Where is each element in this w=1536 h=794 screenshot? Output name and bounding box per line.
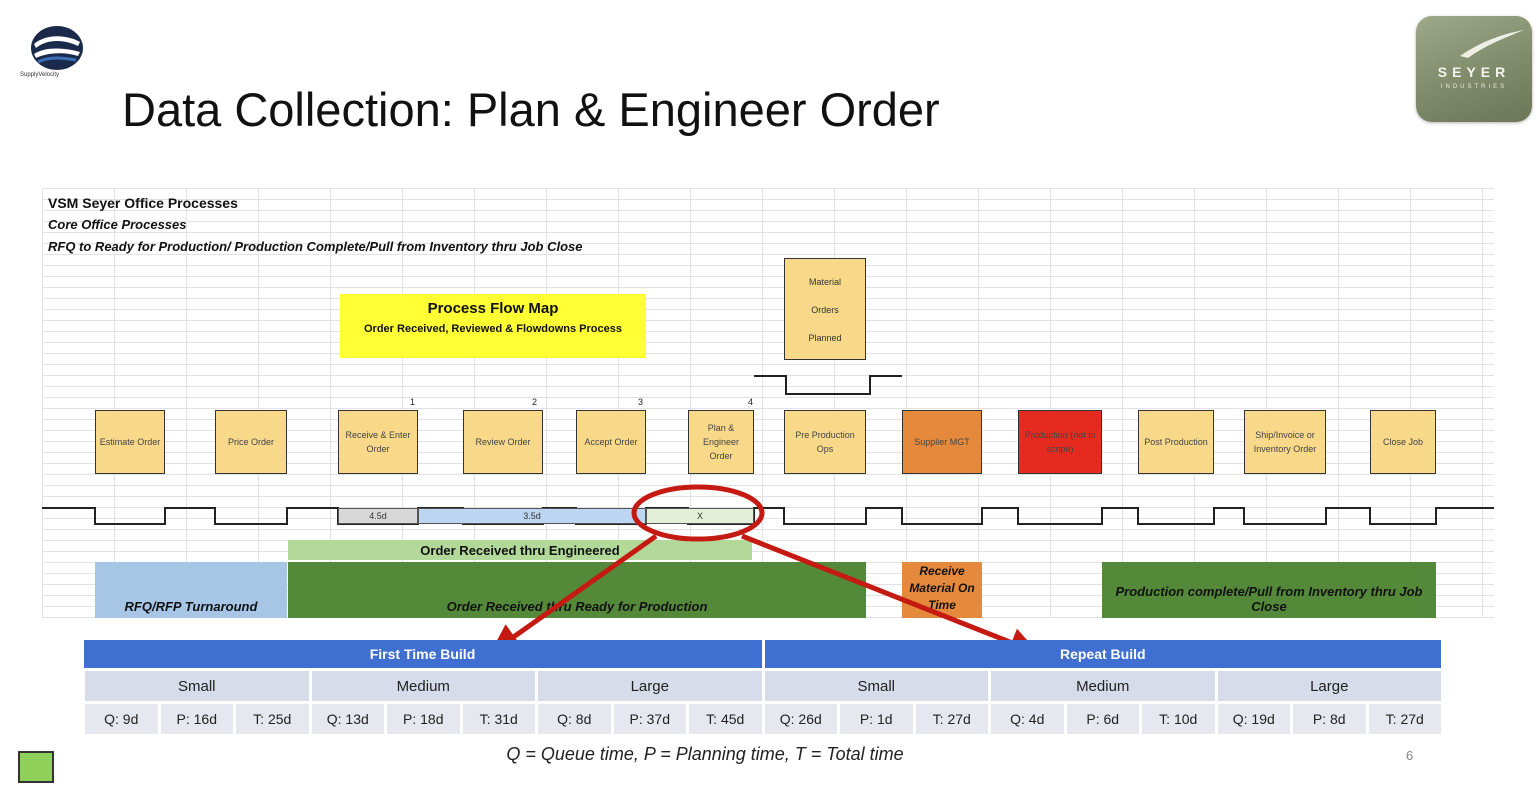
value-cell: T: 27d xyxy=(912,701,991,737)
process-box-supplier: Supplier MGT xyxy=(902,410,982,474)
sheet-title: VSM Seyer Office Processes xyxy=(48,195,238,211)
process-box-estimate: Estimate Order xyxy=(95,410,165,474)
sheet-scope: RFQ to Ready for Production/ Production … xyxy=(48,239,583,254)
process-box-production: Production (not in scope) xyxy=(1018,410,1102,474)
value-cell: Q: 26d xyxy=(761,701,840,737)
bar-production-complete: Production complete/Pull from Inventory … xyxy=(1102,562,1436,618)
step-number: 2 xyxy=(532,397,538,407)
timeline-segment-review: 3.5d xyxy=(418,508,646,524)
size-cell: Large xyxy=(535,668,765,704)
timeline-line xyxy=(42,507,1494,525)
bar-rfq-turnaround: RFQ/RFP Turnaround xyxy=(95,562,287,618)
bar-order-received-engineered: Order Received thru Engineered xyxy=(288,540,752,560)
value-cell: Q: 13d xyxy=(308,701,387,737)
logo-right-sub: INDUSTRIES xyxy=(1440,84,1508,90)
value-cell: P: 8d xyxy=(1290,701,1369,737)
material-orders-line: Planned xyxy=(808,333,842,343)
bar-order-ready: Order Received thru Ready for Production xyxy=(288,562,866,618)
value-cell: Q: 4d xyxy=(988,701,1067,737)
table-values-row: Q: 9d P: 16d T: 25d Q: 13d P: 18d T: 31d… xyxy=(82,701,1444,737)
process-flow-subtitle: Order Received, Reviewed & Flowdowns Pro… xyxy=(364,323,622,335)
step-number: 3 xyxy=(638,397,644,407)
page-number: 6 xyxy=(1406,748,1414,763)
process-flow-map-box: Process Flow Map Order Received, Reviewe… xyxy=(340,294,646,358)
step-number: 1 xyxy=(410,397,416,407)
material-orders-line: Orders xyxy=(811,305,839,315)
first-time-build-header: First Time Build xyxy=(83,640,765,670)
sheet-subtitle: Core Office Processes xyxy=(48,217,187,232)
page-title: Data Collection: Plan & Engineer Order xyxy=(122,83,940,136)
legend-color-square xyxy=(18,751,54,783)
arrow-to-first-time-build xyxy=(489,533,658,654)
size-cell: Small xyxy=(761,668,991,704)
process-box-post-production: Post Production xyxy=(1138,410,1214,474)
process-box-pre-production: Pre Production Ops xyxy=(784,410,866,474)
supply-velocity-logo-icon xyxy=(31,26,83,70)
material-orders-line: Material xyxy=(808,277,841,287)
process-box-accept: Accept Order xyxy=(576,410,646,474)
value-cell: T: 31d xyxy=(459,701,538,737)
table-size-row: Small Medium Large Small Medium Large xyxy=(82,668,1444,704)
table-header-row: First Time Build Repeat Build xyxy=(83,640,1444,670)
left-logo-text: SupplyVelocity xyxy=(20,72,60,78)
bar-receive-material: Receive Material On Time xyxy=(902,562,982,618)
value-cell: Q: 8d xyxy=(535,701,614,737)
process-box-receive: Receive & Enter Order xyxy=(338,410,418,474)
value-cell: T: 27d xyxy=(1365,701,1444,737)
seyer-industries-logo: SEYER INDUSTRIES xyxy=(1416,16,1532,122)
repeat-build-header: Repeat Build xyxy=(763,640,1444,670)
value-cell: T: 25d xyxy=(233,701,312,737)
process-box-ship: Ship/Invoice or Inventory Order xyxy=(1244,410,1326,474)
material-connector xyxy=(754,375,902,395)
process-box-price: Price Order xyxy=(215,410,287,474)
material-orders-box: Material Orders Planned xyxy=(784,258,866,360)
value-cell: P: 16d xyxy=(157,701,236,737)
logo-right-name: SEYER xyxy=(1437,64,1511,80)
value-cell: T: 10d xyxy=(1139,701,1218,737)
process-flow-title: Process Flow Map xyxy=(427,300,559,317)
size-cell: Medium xyxy=(308,668,538,704)
step-number: 4 xyxy=(748,397,754,407)
size-cell: Medium xyxy=(988,668,1218,704)
swoosh-icon xyxy=(1460,30,1524,58)
value-cell: P: 6d xyxy=(1063,701,1142,737)
value-cell: P: 37d xyxy=(610,701,689,737)
value-cell: P: 18d xyxy=(384,701,463,737)
size-cell: Large xyxy=(1214,668,1444,704)
process-box-plan-engineer: Plan & Engineer Order xyxy=(688,410,754,474)
timeline-segment-receive: 4.5d xyxy=(338,508,418,524)
build-time-table: First Time Build Repeat Build Small Medi… xyxy=(82,640,1444,737)
highlight-circle xyxy=(631,484,765,542)
value-cell: T: 45d xyxy=(686,701,765,737)
size-cell: Small xyxy=(82,668,312,704)
value-cell: Q: 9d xyxy=(82,701,161,737)
process-box-review: Review Order xyxy=(463,410,543,474)
arrow-to-repeat-build xyxy=(741,533,1040,657)
value-cell: Q: 19d xyxy=(1214,701,1293,737)
process-box-close: Close Job xyxy=(1370,410,1436,474)
value-cell: P: 1d xyxy=(837,701,916,737)
legend-note: Q = Queue time, P = Planning time, T = T… xyxy=(506,744,904,764)
timeline-segment-plan: X xyxy=(646,508,754,524)
